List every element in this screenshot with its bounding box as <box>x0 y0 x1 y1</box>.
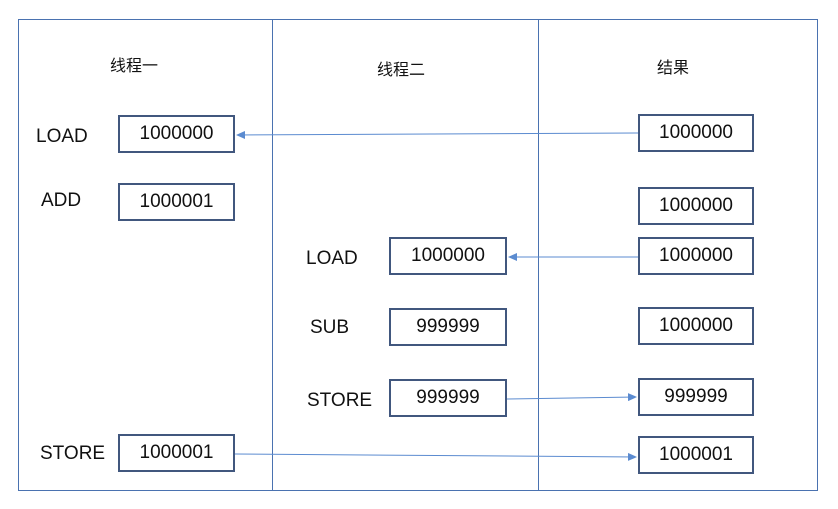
result-title: 结果 <box>657 58 690 77</box>
thread1-title: 线程一 <box>110 56 159 75</box>
column-divider-1 <box>272 19 273 491</box>
thread2-store-value: 999999 <box>389 379 507 417</box>
result-value-5: 999999 <box>638 378 754 416</box>
result-value-4: 1000000 <box>638 307 754 345</box>
arrow-thread1-store-to-result <box>234 452 637 461</box>
thread1-add-value: 1000001 <box>118 183 235 221</box>
thread1-store-value: 1000001 <box>118 434 235 472</box>
thread2-title: 线程二 <box>377 60 426 79</box>
result-value-1: 1000000 <box>638 114 754 152</box>
thread1-store-label: STORE <box>40 443 106 464</box>
thread2-load-value: 1000000 <box>389 237 507 275</box>
thread2-store-label: STORE <box>307 390 373 411</box>
diagram-frame <box>18 19 818 491</box>
arrow-thread2-store-to-result <box>506 393 637 402</box>
thread2-sub-value: 999999 <box>389 308 507 346</box>
thread1-load-label: LOAD <box>36 126 88 147</box>
result-value-2: 1000000 <box>638 187 754 225</box>
thread1-add-label: ADD <box>41 190 82 211</box>
thread2-load-label: LOAD <box>306 248 358 269</box>
result-value-3: 1000000 <box>638 237 754 275</box>
arrow-result-to-thread1-load <box>236 130 639 139</box>
thread2-sub-label: SUB <box>310 317 350 338</box>
thread1-load-value: 1000000 <box>118 115 235 153</box>
result-value-6: 1000001 <box>638 436 754 474</box>
column-divider-2 <box>538 19 539 491</box>
